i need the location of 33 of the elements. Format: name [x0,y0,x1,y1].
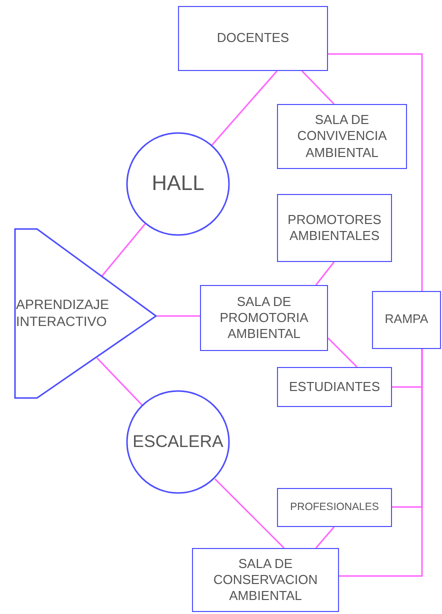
room-box [178,6,328,71]
room-box [192,548,339,612]
node-label: APRENDIZAJE INTERACTIVO [16,296,110,330]
node-label: SALA DE CONVIVENCIA AMBIENTAL [296,112,388,161]
connector-line [214,478,285,549]
connector-line [315,526,335,548]
node-label: SALA DE CONSERVACION AMBIENTAL [212,556,319,604]
group-box [277,367,392,407]
connector-line [211,70,278,146]
group-box [277,488,392,527]
connector-line [315,262,335,286]
node-label: PROFESIONALES [289,500,380,514]
node-label: RAMPA [384,312,430,328]
area-circle [126,390,230,494]
node-label: HALL [152,170,204,197]
connector-line [301,70,335,105]
room-box [200,285,328,351]
area-circle [126,132,230,236]
ramp-box [372,291,441,349]
connector-line [339,349,423,577]
connector-line [327,337,358,368]
group-box [277,194,392,262]
connector-line [101,224,146,276]
node-label: SALA DE PROMOTORIA AMBIENTAL [218,294,310,342]
room-box [277,104,407,169]
connector-line [328,53,423,291]
node-label: ESCALERA [132,431,224,453]
node-label: ESTUDIANTES [288,378,381,396]
node-label: DOCENTES [216,30,290,47]
connector-line [157,315,200,317]
connector-line [96,357,143,406]
node-label: PROMOTORES AMBIENTALES [286,212,382,244]
pentagon-shape [14,228,157,399]
